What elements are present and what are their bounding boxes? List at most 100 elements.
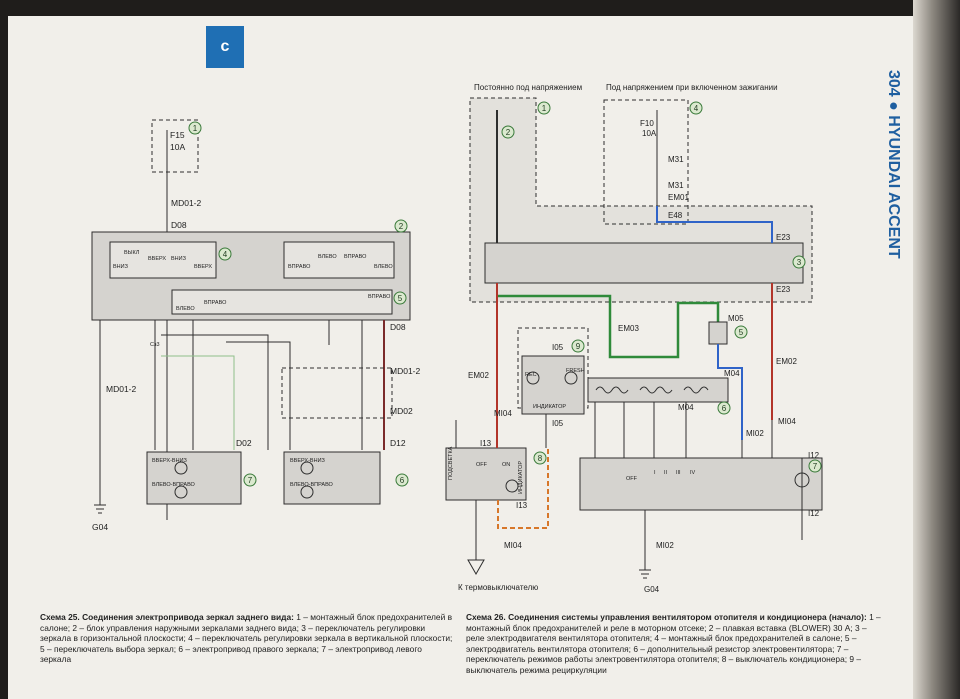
wire-orange: [497, 448, 549, 529]
fresh-lamp-icon: [564, 371, 578, 385]
switch-label: ВЫКЛ: [124, 250, 140, 256]
connector-label: M04: [678, 403, 694, 412]
motor-label: ВВЕРХ-ВНИЗ: [290, 458, 326, 464]
thermo-arrow-icon: [467, 559, 485, 576]
callout-number: 7: [248, 476, 253, 485]
switch-label: ВНИЗ: [171, 256, 187, 262]
right-mirror-motor: [283, 451, 381, 505]
book-spine: [913, 0, 960, 699]
motor-icon: [300, 461, 314, 475]
indicator-label: ИНДИКАТОР: [533, 404, 566, 410]
connector-label: MI02: [746, 429, 764, 438]
indicator-lamp-icon: [794, 472, 810, 488]
ground-icon: [94, 504, 106, 514]
callout-circle: [571, 339, 585, 353]
connector-block-md02: [281, 367, 393, 419]
callout-number: 2: [399, 222, 404, 231]
caption-title: Схема 25. Соединения электропривода зерк…: [40, 612, 294, 622]
speed-label: I: [654, 470, 656, 476]
section-tab-letter: c: [220, 38, 230, 55]
speed-label: IV: [690, 470, 696, 476]
wire-green-25: [161, 355, 235, 450]
ac-switch-label: ON: [502, 462, 510, 468]
wire-f: [226, 341, 291, 450]
callout-number: 6: [722, 404, 727, 413]
callout-number: 5: [398, 294, 403, 303]
connector-label: MI04: [494, 409, 512, 418]
fuse-label: F10: [640, 119, 654, 128]
switch-label: ВПРАВО: [204, 300, 227, 306]
connector-label: M31: [668, 181, 684, 190]
callout-number: 4: [223, 250, 228, 259]
fresh-label: FRESH: [566, 368, 585, 374]
caption-title: Схема 26. Соединения системы управления …: [466, 612, 867, 622]
ac-indicator-icon: [505, 479, 519, 493]
callout-circle: [218, 247, 232, 261]
wire-color-label: Сз3: [150, 342, 160, 348]
blower-motor: [708, 321, 728, 345]
callout-number: 1: [542, 104, 547, 113]
blower-speed-switch: [579, 457, 823, 511]
fuse-rating: 10A: [642, 129, 657, 138]
connector-label: D08: [171, 220, 187, 230]
blower-resistor: [587, 377, 729, 403]
callout-circle: [689, 101, 703, 115]
rec-lamp-icon: [526, 371, 540, 385]
motor-label: ВВЕРХ-ВНИЗ: [152, 458, 188, 464]
connector-label: D08: [390, 322, 406, 332]
constant-power-label: Постоянно под напряжением: [474, 83, 582, 92]
switch-label: ВЛЕВО: [318, 254, 337, 260]
switch-label: ВЛЕВО: [374, 264, 393, 270]
callout-circle: [533, 451, 547, 465]
callout-number: 2: [506, 128, 511, 137]
horizontal-switch: [283, 241, 395, 279]
callout-number: 8: [538, 454, 543, 463]
fuse-rating: 10A: [170, 142, 185, 152]
connector-label: I13: [516, 501, 528, 510]
callout-circle: [395, 473, 409, 487]
motor-icon: [174, 485, 188, 499]
resistor-coils: [595, 386, 709, 394]
wire-blue-motor: [717, 344, 743, 440]
connector-label: E23: [776, 233, 791, 242]
speed-label: II: [664, 470, 668, 476]
callout-circle: [537, 101, 551, 115]
callout-number: 3: [797, 258, 802, 267]
connector-label: I05: [552, 419, 564, 428]
motor-icon: [174, 461, 188, 475]
connector-label: E23: [776, 285, 791, 294]
connector-label: M31: [668, 155, 684, 164]
connector-label: EM02: [776, 357, 797, 366]
connector-label: I13: [480, 439, 492, 448]
switch-label: ВВЕРХ: [148, 256, 166, 262]
mirror-select-switch: [171, 289, 393, 315]
wire-e: [161, 334, 269, 450]
callout-circle: [501, 125, 515, 139]
connector-label: M04: [724, 369, 740, 378]
blower-relay: [484, 242, 804, 284]
connector-label: EM03: [618, 324, 639, 333]
connector-label: I12: [808, 451, 820, 460]
callout-circle: [394, 219, 408, 233]
callout-number: 7: [813, 462, 818, 471]
callout-circle: [792, 255, 806, 269]
fuse-box-f15: [151, 119, 199, 173]
callout-circle: [393, 291, 407, 305]
caption-diagram-25: Схема 25. Соединения электропривода зерк…: [40, 612, 455, 665]
connector-label: MD02: [390, 406, 413, 416]
callout-circle: [734, 325, 748, 339]
caption-text: 1 – монтажный блок предохранителей в сал…: [40, 612, 453, 665]
callout-number: 6: [400, 476, 405, 485]
connector-label: I12: [808, 509, 820, 518]
speed-label: OFF: [626, 476, 638, 482]
callout-number: 5: [739, 328, 744, 337]
callout-circle: [243, 473, 257, 487]
ground-icon: [639, 569, 651, 579]
ac-switch: [445, 447, 527, 501]
connector-label: MI04: [504, 541, 522, 550]
thermo-label: К термовыключателю: [458, 583, 538, 592]
left-mirror-motor: [146, 451, 242, 505]
cabin-fuse-block: [603, 99, 689, 225]
